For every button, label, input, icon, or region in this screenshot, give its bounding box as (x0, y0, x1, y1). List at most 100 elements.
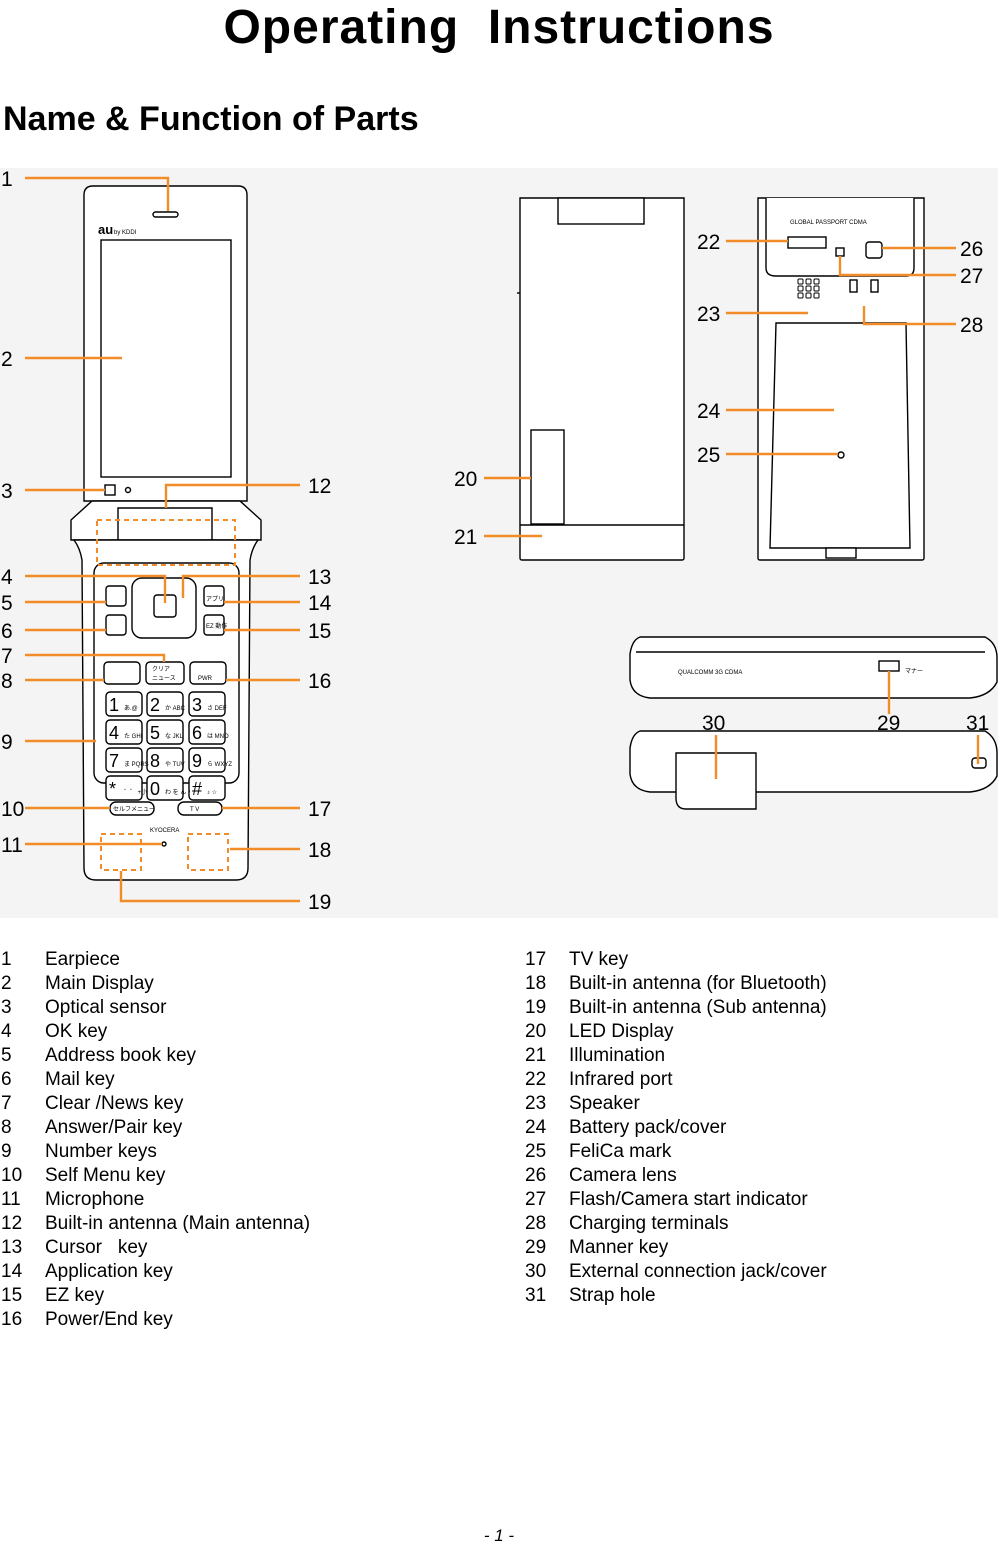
speaker-hole (805, 278, 812, 285)
callout-26: 26 (960, 238, 983, 261)
number-key (105, 775, 143, 801)
callout-2: 2 (1, 348, 13, 371)
part-name: OK key (45, 1021, 108, 1042)
part-number: 16 (1, 1309, 23, 1330)
part-name: Main Display (45, 973, 154, 994)
callout-11: 11 (1, 834, 23, 857)
part-number: 28 (525, 1213, 547, 1234)
side-label: QUALCOMM 3G CDMA (678, 670, 742, 676)
part-name: TV key (569, 949, 629, 970)
number-key (146, 719, 184, 745)
part-number: 11 (1, 1189, 21, 1210)
number-key (188, 747, 226, 773)
number-key (188, 719, 226, 745)
callout-28: 28 (960, 314, 983, 337)
callout-lines (25, 176, 980, 903)
self-menu-key-label: セルフメニュー (113, 806, 155, 813)
phone-front-labels: au by KDDI クリア ニュース PWR アプリ EZ 動作 セルフメニュ… (98, 222, 232, 834)
brand-sub: by KDDI (114, 230, 137, 236)
part-number: 29 (525, 1237, 547, 1258)
callout-3: 3 (1, 480, 13, 503)
speaker-hole (813, 292, 820, 299)
number-key-digit: 4 (109, 723, 119, 743)
callout-24: 24 (697, 400, 721, 423)
speaker-hole (797, 285, 804, 292)
part-row: 13 Cursor key (1, 1236, 310, 1260)
part-number: 8 (1, 1117, 12, 1138)
part-name: Application key (45, 1261, 173, 1282)
app-key-label: アプリ (206, 596, 224, 603)
number-key-digit: 0 (150, 779, 160, 799)
number-key-letters: ゛゜ +小 (124, 788, 147, 796)
callout-8: 8 (1, 670, 13, 693)
callout-numbers: 1 2 3 4 5 6 7 8 9 10 11 12 13 14 15 16 1… (1, 168, 989, 914)
tv-key-label: T V (190, 807, 199, 813)
part-name: FeliCa mark (569, 1141, 672, 1162)
callout-23: 23 (697, 303, 720, 326)
callout-31: 31 (966, 712, 989, 735)
callout-29: 29 (877, 712, 900, 735)
part-number: 20 (525, 1021, 547, 1042)
speaker-grille (797, 278, 820, 299)
part-name: EZ key (45, 1285, 105, 1306)
part-number: 9 (1, 1141, 12, 1162)
number-key-digit: 8 (150, 751, 160, 771)
part-number: 13 (1, 1237, 23, 1258)
part-name: Flash/Camera start indicator (569, 1189, 808, 1210)
callout-4: 4 (1, 566, 13, 589)
callout-14: 14 (308, 592, 332, 615)
callout-16: 16 (308, 670, 331, 693)
part-number: 17 (525, 949, 547, 970)
number-key-digit: 9 (192, 751, 202, 771)
part-name: Earpiece (45, 949, 120, 970)
part-number: 12 (1, 1213, 23, 1234)
ez-key-label: EZ 動作 (206, 622, 227, 630)
part-name: External connection jack/cover (569, 1261, 827, 1282)
callout-17: 17 (308, 798, 331, 821)
number-key-digit: * (109, 779, 116, 799)
number-key (105, 691, 143, 717)
speaker-hole (797, 278, 804, 285)
part-number: 23 (525, 1093, 547, 1114)
part-row: 14 Application key (1, 1260, 310, 1284)
number-key (105, 719, 143, 745)
callout-18: 18 (308, 839, 331, 862)
part-name: Charging terminals (569, 1213, 729, 1234)
part-number: 6 (1, 1069, 12, 1090)
callout-1: 1 (1, 168, 13, 191)
part-row: 28 Charging terminals (525, 1212, 827, 1236)
part-name: Built-in antenna (Main antenna) (45, 1213, 311, 1234)
callout-19: 19 (308, 891, 331, 914)
news-key-label: ニュース (152, 675, 176, 682)
part-row: 27 Flash/Camera start indicator (525, 1188, 827, 1212)
number-key-letters: あ.@ (124, 705, 138, 712)
phone-closed-front (517, 197, 685, 561)
part-number: 27 (525, 1189, 547, 1210)
number-key-letters: な JKL (165, 733, 184, 740)
clear-key-label: クリア (152, 666, 170, 673)
part-number: 14 (1, 1261, 23, 1282)
part-name: Cursor key (45, 1237, 148, 1258)
number-key (146, 691, 184, 717)
callout-10: 10 (1, 798, 24, 821)
part-number: 31 (525, 1285, 547, 1306)
part-name: Address book key (45, 1045, 197, 1066)
callout-13: 13 (308, 566, 331, 589)
part-number: 18 (525, 973, 547, 994)
phone-side-bottom (629, 730, 998, 810)
part-name: Self Menu key (45, 1165, 166, 1186)
callout-27: 27 (960, 265, 983, 288)
